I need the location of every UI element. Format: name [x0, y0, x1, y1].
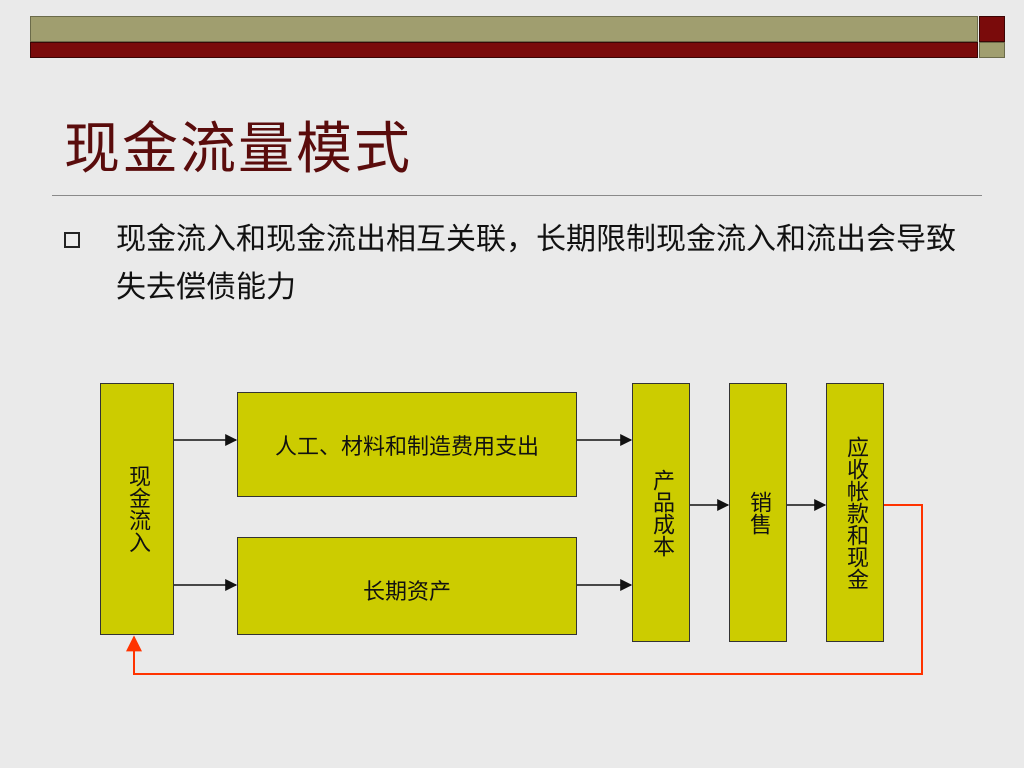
product-cost-label: 产品成本	[649, 468, 674, 557]
header-bar-maroon	[30, 42, 978, 58]
labor-materials-label: 人工、材料和制造费用支出	[274, 435, 539, 460]
cash-inflow-box: 现金流入	[100, 383, 174, 635]
long-term-assets-label: 长期资产	[362, 580, 451, 605]
sales-box: 销售	[729, 383, 787, 642]
header-bar-olive	[30, 16, 978, 42]
long-term-assets-box: 长期资产	[237, 537, 577, 635]
cash-inflow-label: 现金流入	[125, 465, 150, 553]
header-square-olive	[979, 42, 1005, 58]
bullet-text: 现金流入和现金流出相互关联，长期限制现金流入和流出会导致失去偿债能力	[116, 222, 956, 305]
slide-title: 现金流量模式	[64, 117, 412, 182]
square-bullet-icon	[64, 232, 80, 248]
labor-materials-box: 人工、材料和制造费用支出	[237, 392, 577, 497]
receivables-cash-box: 应收帐款和现金	[826, 383, 884, 642]
title-divider	[52, 195, 982, 196]
sales-label: 销售	[746, 490, 771, 535]
header-square-maroon	[979, 16, 1005, 42]
receivables-cash-label: 应收帐款和现金	[843, 435, 868, 590]
product-cost-box: 产品成本	[632, 383, 690, 642]
